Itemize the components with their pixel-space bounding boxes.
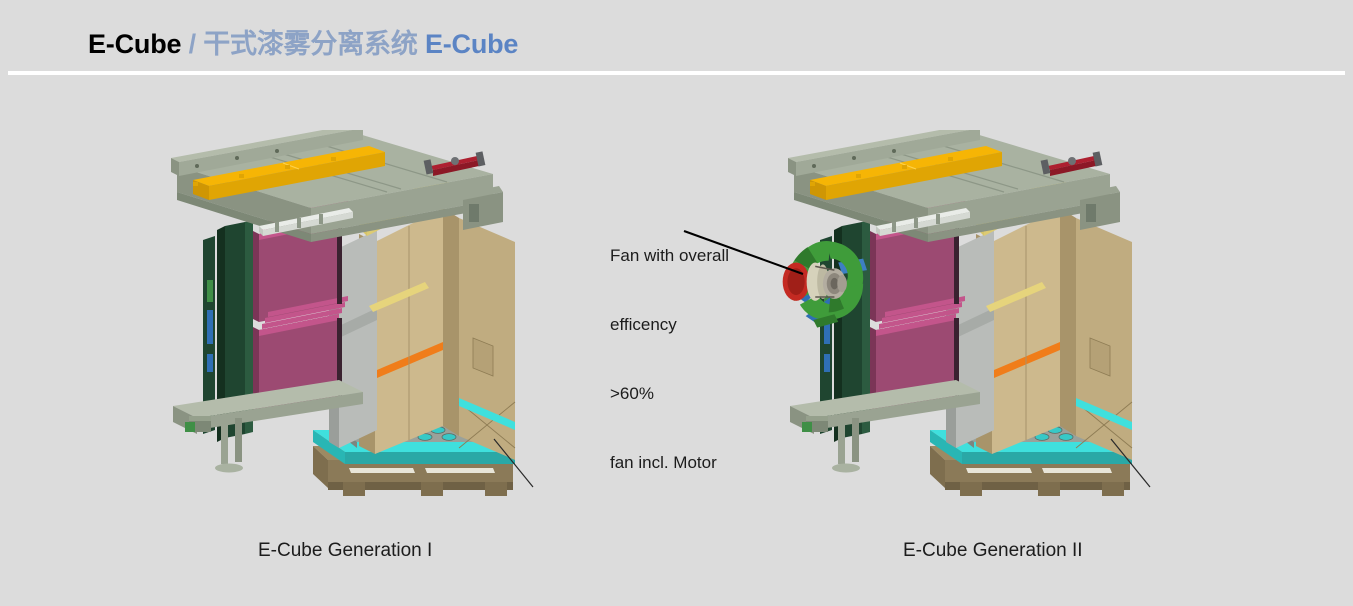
title-chinese: 干式漆雾分离系统 bbox=[203, 29, 418, 59]
fan-annotation-line-4: fan incl. Motor bbox=[610, 453, 717, 472]
figure-right-machine bbox=[781, 130, 1133, 497]
page-title: E-Cube / 干式漆雾分离系统 E-Cube bbox=[88, 22, 518, 61]
caption-generation-2: E-Cube Generation II bbox=[903, 540, 1083, 561]
title-primary: E-Cube bbox=[88, 29, 182, 59]
fan-annotation-line-1: Fan with overall bbox=[610, 246, 730, 265]
title-separator: / bbox=[181, 29, 204, 59]
fan-annotation-line-3: >60% bbox=[610, 384, 654, 403]
slide-header: E-Cube / 干式漆雾分离系统 E-Cube bbox=[0, 0, 1353, 75]
header-divider bbox=[8, 71, 1345, 75]
fan-annotation-line-2: efficency bbox=[610, 315, 677, 334]
figure-left-machine bbox=[170, 130, 516, 497]
fan-annotation: Fan with overall efficency >60% fan incl… bbox=[610, 198, 729, 520]
caption-generation-1: E-Cube Generation I bbox=[258, 540, 433, 561]
title-secondary: E-Cube bbox=[424, 29, 519, 59]
